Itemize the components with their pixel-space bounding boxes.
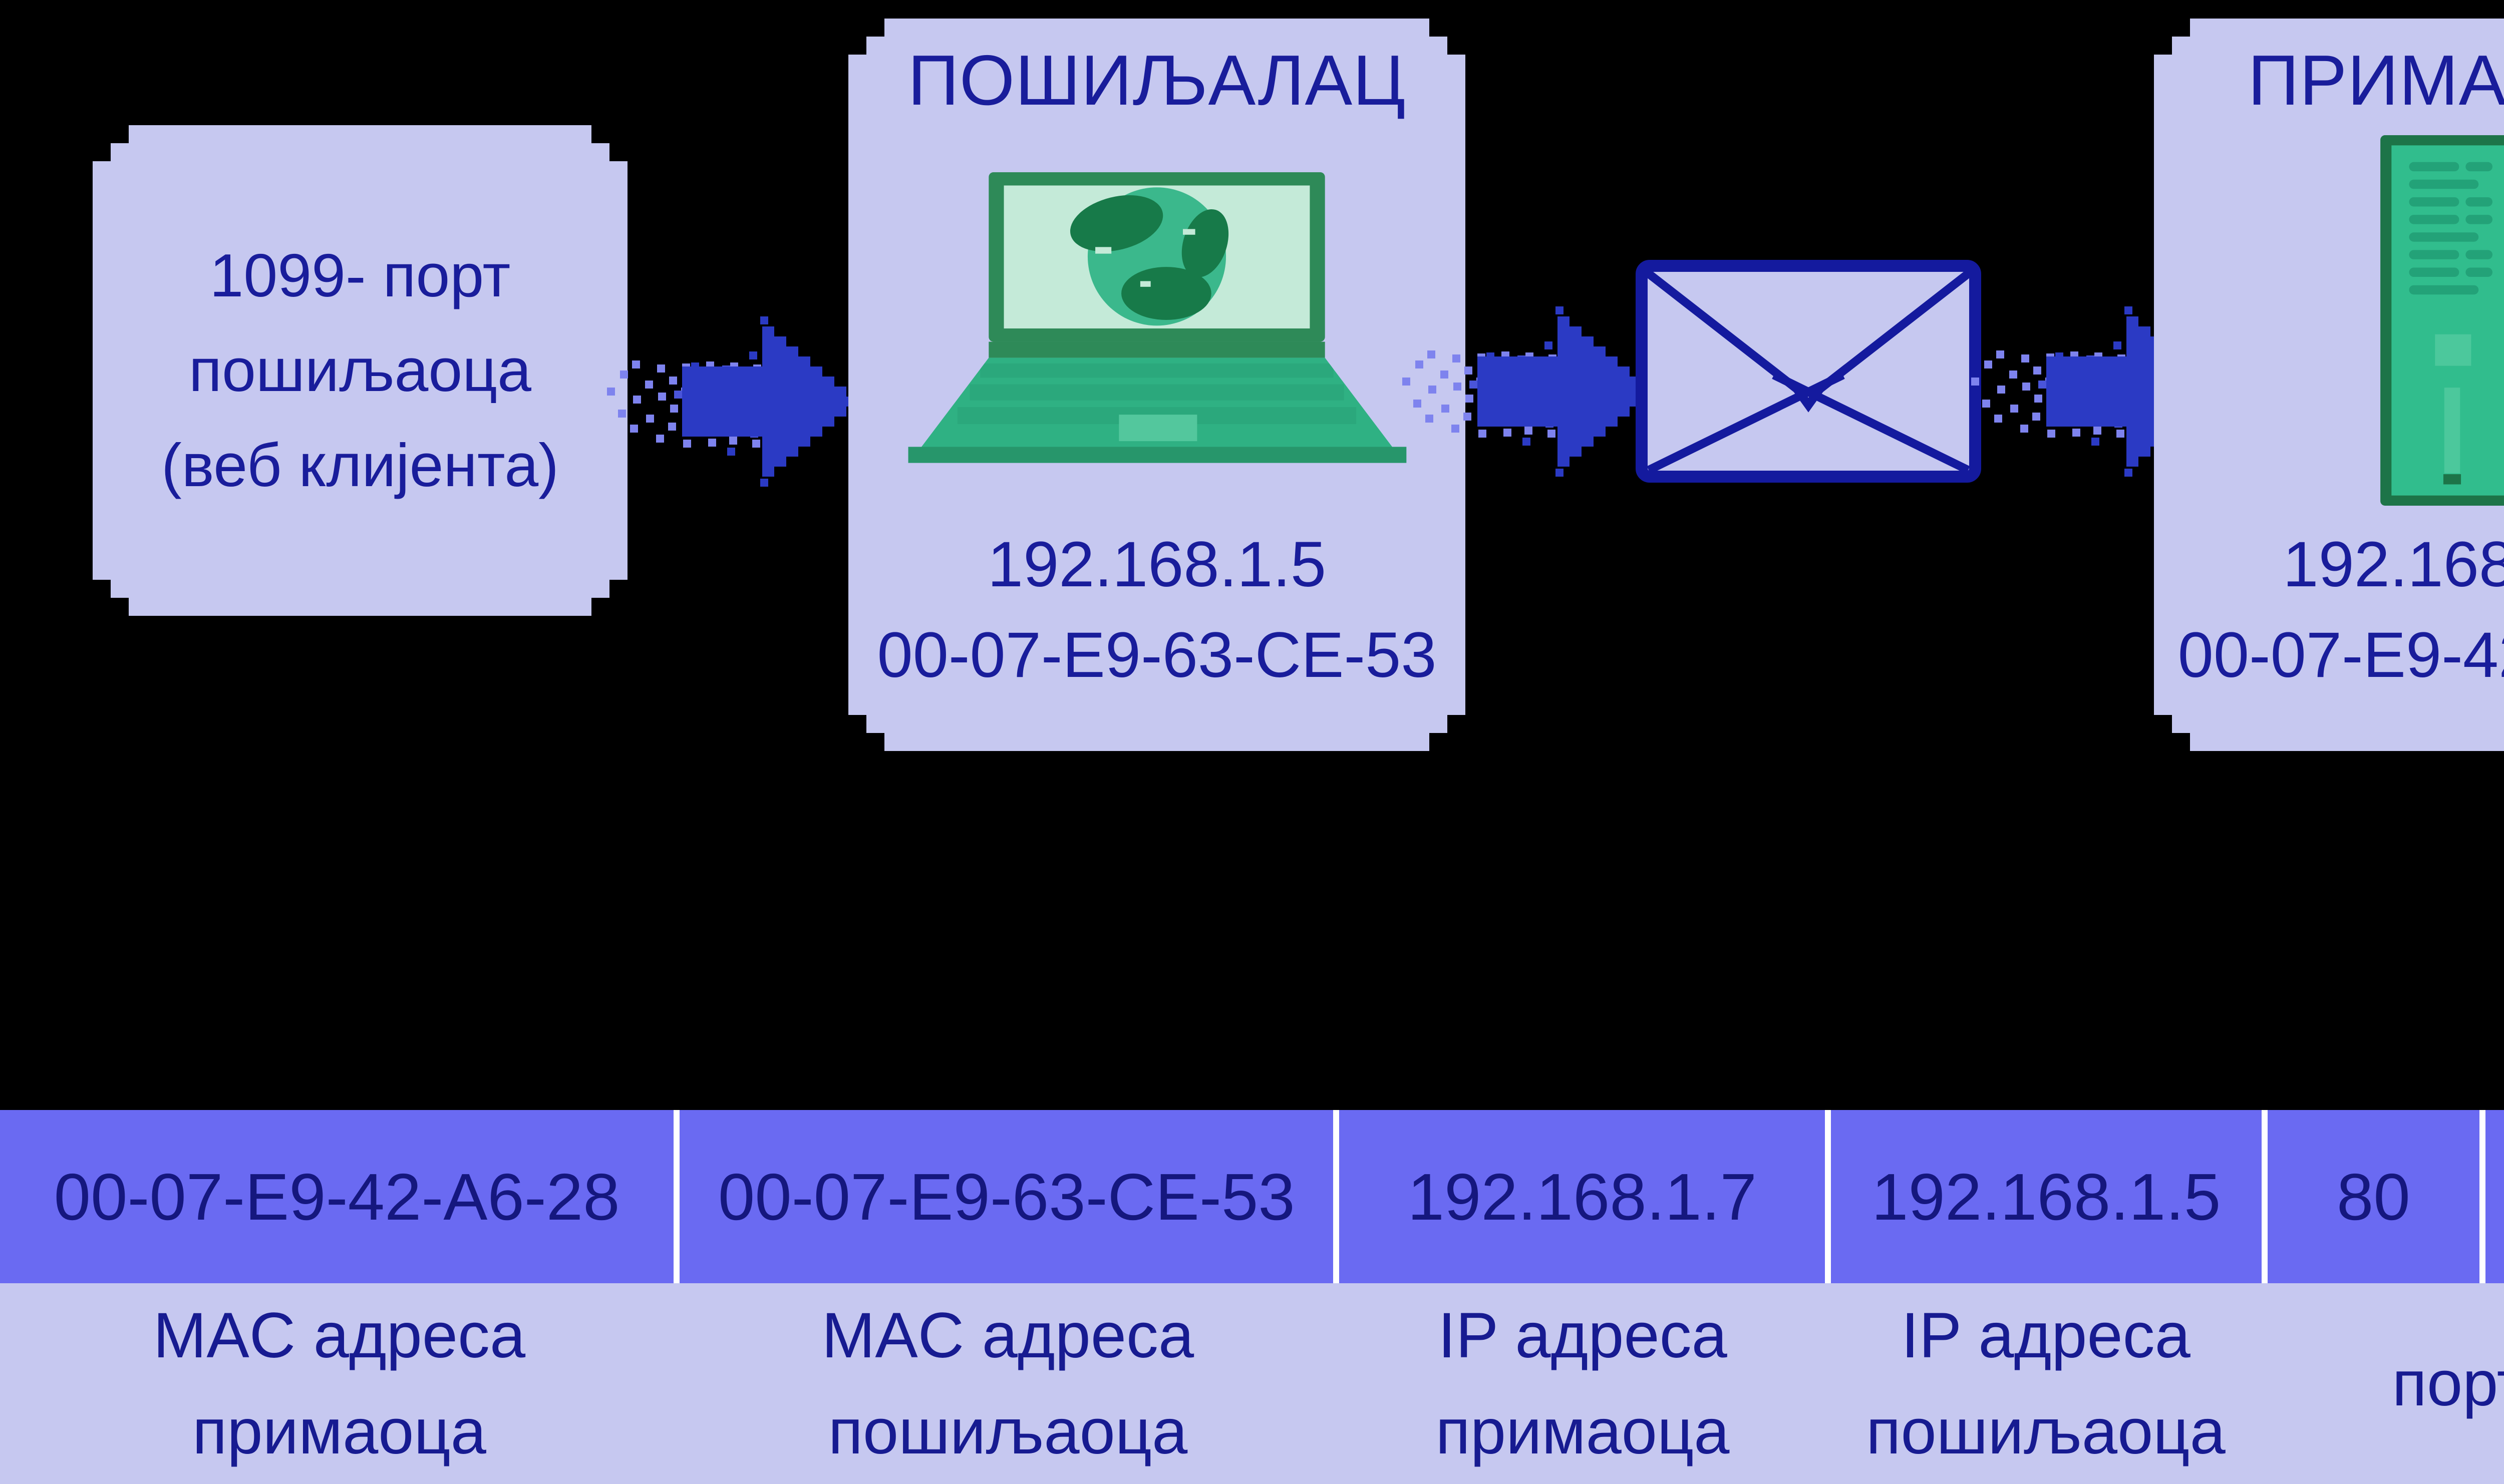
label-line: MAC адреса bbox=[153, 1299, 526, 1371]
envelope-icon bbox=[1636, 260, 1981, 483]
label-line: IP адреса bbox=[1438, 1299, 1727, 1371]
sender-port-box: 1099- порт пошиљаоца (веб клијента) bbox=[93, 125, 628, 616]
packet-cell-value: 00-07-E9-42-A6-28 bbox=[54, 1160, 620, 1234]
sender-port-line: 1099- порт bbox=[209, 241, 511, 310]
label-line: примаоца bbox=[1435, 1395, 1730, 1467]
label-line: пошиљаоца bbox=[828, 1395, 1188, 1467]
laptop-globe-icon bbox=[894, 172, 1420, 468]
receiver-ip: 192.168.1.7 bbox=[2283, 528, 2504, 600]
receiver-title: ПРИМАЛАЦ bbox=[2248, 41, 2504, 120]
sender-port-line: пошиљаоца bbox=[189, 336, 531, 405]
sender-port-line: (веб клијента) bbox=[161, 431, 559, 499]
sender-title: ПОШИЉАЛАЦ bbox=[907, 41, 1406, 120]
packet-labels-row: MAC адреса примаоца MAC адреса пошиљаоца… bbox=[0, 1283, 2504, 1484]
packet-cell-src-ip: 192.168.1.5 bbox=[1831, 1110, 2262, 1283]
label-line: портови bbox=[2392, 1347, 2504, 1419]
sender-mac: 00-07-E9-63-CE-53 bbox=[877, 619, 1437, 691]
label-dest-ip: IP адреса примаоца bbox=[1337, 1283, 1828, 1484]
receiver-icon-area bbox=[2154, 122, 2504, 519]
packet-cell-dest-port: 80 bbox=[2267, 1110, 2480, 1283]
packet-cell-dest-ip: 192.168.1.7 bbox=[1339, 1110, 1825, 1283]
packet-cell-src-mac: 00-07-E9-63-CE-53 bbox=[680, 1110, 1334, 1283]
packet-cell-value: 192.168.1.5 bbox=[1871, 1160, 2221, 1234]
label-src-mac: MAC адреса пошиљаоца bbox=[679, 1283, 1337, 1484]
label-line: пошиљаоца bbox=[1866, 1395, 2226, 1467]
packet-cell-value: 00-07-E9-63-CE-53 bbox=[718, 1160, 1295, 1234]
packet-cell-value: 192.168.1.7 bbox=[1407, 1160, 1757, 1234]
label-line: примаоца bbox=[192, 1395, 486, 1467]
packet-cell-value: 80 bbox=[2336, 1160, 2410, 1234]
pixel-arrow-icon bbox=[1402, 306, 1663, 477]
label-src-ip: IP адреса пошиљаоца bbox=[1828, 1283, 2264, 1484]
receiver-box: ПРИМАЛАЦ 192.168.1.7 bbox=[2154, 19, 2504, 751]
receiver-mac: 00-07-E9-42-A6-28 bbox=[2177, 619, 2498, 691]
pixel-arrow-icon bbox=[607, 316, 867, 487]
label-ports: портови bbox=[2264, 1283, 2504, 1484]
label-line: MAC адреса bbox=[821, 1299, 1194, 1371]
packet-row: 00-07-E9-42-A6-28 00-07-E9-63-CE-53 192.… bbox=[0, 1110, 2504, 1283]
sender-icon-area bbox=[848, 122, 1465, 519]
sender-port-text: 1099- порт пошиљаоца (веб клијента) bbox=[161, 228, 559, 512]
sender-ip: 192.168.1.5 bbox=[987, 528, 1327, 600]
label-dest-mac: MAC адреса примаоца bbox=[0, 1283, 679, 1484]
packet-cell-src-port: 1099 bbox=[2485, 1110, 2504, 1283]
sender-box: ПОШИЉАЛАЦ bbox=[848, 19, 1465, 751]
server-icon bbox=[2380, 135, 2504, 506]
packet-cell-dest-mac: 00-07-E9-42-A6-28 bbox=[0, 1110, 674, 1283]
label-line: IP адреса bbox=[1901, 1299, 2190, 1371]
